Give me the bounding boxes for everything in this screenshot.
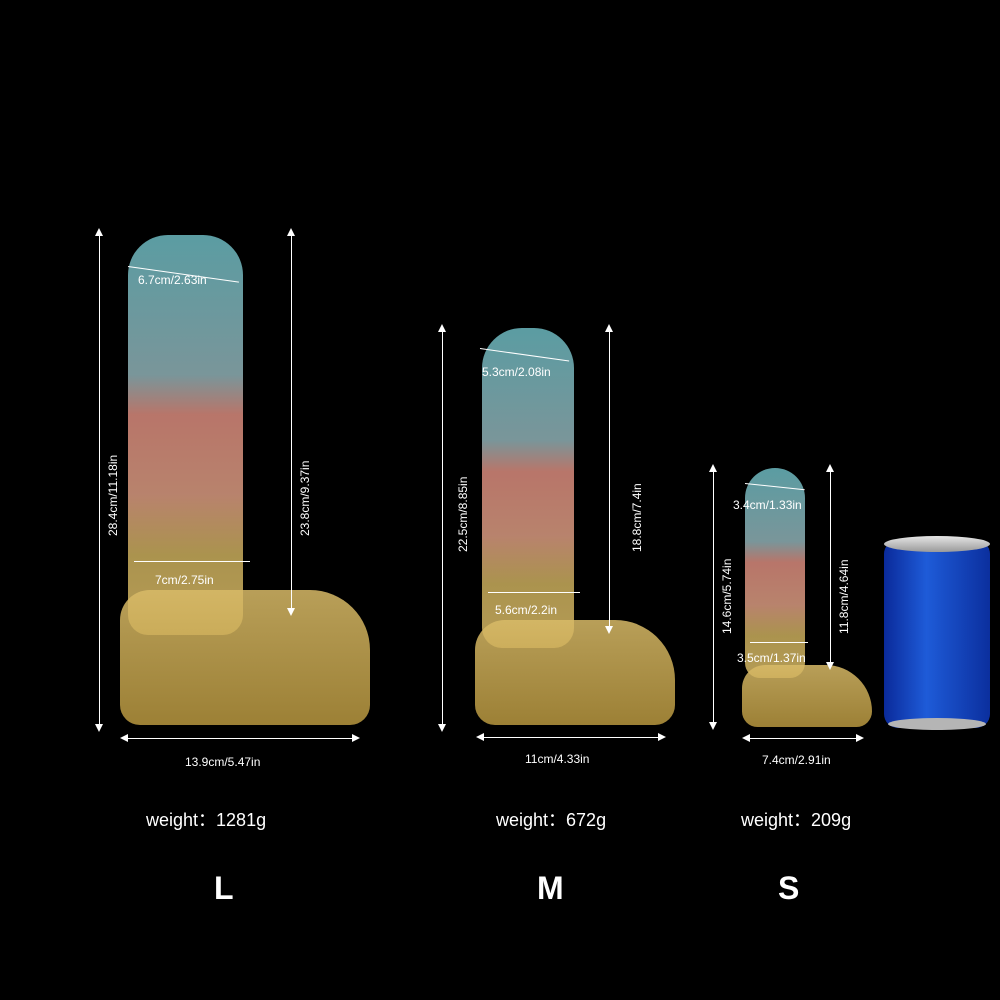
s-insertable-length: 11.8cm/4.64in	[837, 559, 851, 635]
arrow-up-icon	[287, 228, 295, 236]
m-head-width: 5.3cm/2.08in	[482, 365, 551, 379]
arrow-down-icon	[287, 608, 295, 616]
l-base-width: 13.9cm/5.47in	[185, 755, 261, 769]
s-head-width: 3.4cm/1.33in	[733, 498, 802, 512]
m-base-width-line	[480, 737, 664, 738]
s-base-width: 7.4cm/2.91in	[762, 753, 831, 767]
s-shaft-width: 3.5cm/1.37in	[737, 651, 806, 665]
product-l-shape	[128, 235, 243, 635]
product-m-shape	[482, 328, 574, 648]
arrow-right-icon	[352, 734, 360, 742]
can-bottom	[888, 718, 986, 730]
l-base-width-line	[124, 738, 358, 739]
arrow-left-icon	[742, 734, 750, 742]
l-shaft-width: 7cm/2.75in	[155, 573, 214, 587]
s-total-length: 14.6cm/5.74in	[720, 558, 734, 634]
l-total-length-line	[99, 232, 100, 727]
s-weight: weight：209g	[741, 810, 852, 830]
m-total-length-line	[442, 328, 443, 728]
m-shaft-width: 5.6cm/2.2in	[495, 603, 558, 617]
arrow-down-icon	[95, 724, 103, 732]
arrow-up-icon	[95, 228, 103, 236]
l-shaft-width-line	[134, 561, 250, 562]
m-insertable-length-line	[609, 328, 610, 630]
m-base-width: 11cm/4.33in	[525, 752, 590, 766]
arrow-up-icon	[826, 464, 834, 472]
l-weight: weight：1281g	[146, 810, 267, 830]
arrow-up-icon	[605, 324, 613, 332]
product-s-base	[742, 665, 872, 727]
size-label-s: S	[778, 870, 800, 906]
l-insertable-length: 23.8cm/9.37in	[298, 460, 312, 536]
arrow-down-icon	[438, 724, 446, 732]
arrow-right-icon	[658, 733, 666, 741]
can-body	[884, 540, 990, 728]
arrow-down-icon	[605, 626, 613, 634]
arrow-up-icon	[709, 464, 717, 472]
arrow-down-icon	[826, 662, 834, 670]
product-m-base	[475, 620, 675, 725]
arrow-right-icon	[856, 734, 864, 742]
arrow-down-icon	[709, 722, 717, 730]
arrow-up-icon	[438, 324, 446, 332]
can-top	[884, 536, 990, 552]
size-label-m: M	[537, 870, 564, 906]
s-base-width-line	[746, 738, 862, 739]
arrow-left-icon	[120, 734, 128, 742]
s-total-length-line	[713, 468, 714, 726]
l-insertable-length-line	[291, 232, 292, 612]
m-shaft-width-line	[488, 592, 580, 593]
m-weight: weight：672g	[496, 810, 607, 830]
product-s-shape	[745, 468, 805, 678]
m-total-length: 22.5cm/8.85in	[456, 476, 470, 552]
arrow-left-icon	[476, 733, 484, 741]
size-label-l: L	[214, 870, 234, 906]
product-l-base	[120, 590, 370, 725]
m-insertable-length: 18.8cm/7.4in	[630, 483, 644, 552]
s-shaft-width-line	[750, 642, 808, 643]
s-insertable-length-line	[830, 468, 831, 666]
l-total-length: 28.4cm/11.18in	[106, 454, 120, 536]
l-head-width: 6.7cm/2.63in	[138, 273, 207, 287]
